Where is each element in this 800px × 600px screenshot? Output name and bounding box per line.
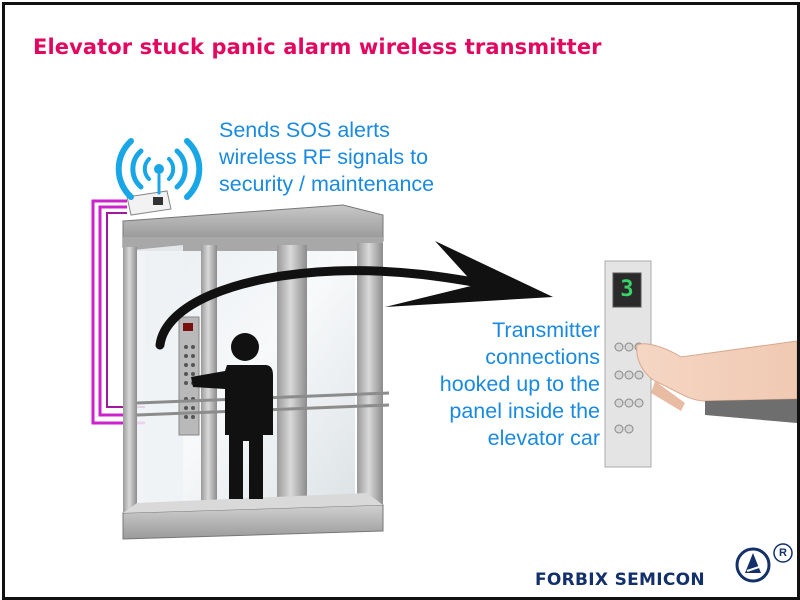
callout-rf-signal: Sends SOS alerts wireless RF signals to … xyxy=(219,117,434,198)
elevator-button-panel xyxy=(604,260,652,468)
callout-line: hooked up to the xyxy=(439,372,600,396)
elevator-car xyxy=(122,204,390,540)
callout-line: security / maintenance xyxy=(219,172,435,196)
brand-name: FORBIX SEMICON xyxy=(535,570,705,590)
callout-line: Sends SOS alerts xyxy=(219,118,390,142)
hand-icon xyxy=(636,340,797,423)
callout-line: Transmitter xyxy=(492,318,600,342)
callout-line: panel inside the xyxy=(449,399,600,423)
wireless-signal-icon xyxy=(115,138,203,200)
curved-arrow xyxy=(155,241,553,350)
elevator-illustration xyxy=(91,138,797,583)
registered-icon xyxy=(773,543,793,563)
forbix-logo-icon xyxy=(735,547,771,583)
floor-display-digit: 3 xyxy=(620,277,634,302)
floor-display xyxy=(612,272,642,308)
callout-line: wireless RF signals to xyxy=(219,145,429,169)
callout-line: connections xyxy=(485,345,600,369)
page-title: Elevator stuck panic alarm wireless tran… xyxy=(33,35,602,59)
registered-mark-text: R xyxy=(779,547,787,559)
transmitter-device-icon xyxy=(126,190,172,216)
callout-panel-connection: Transmitter connections hooked up to the… xyxy=(400,317,600,452)
person-icon xyxy=(191,333,273,499)
callout-line: elevator car xyxy=(487,426,600,450)
